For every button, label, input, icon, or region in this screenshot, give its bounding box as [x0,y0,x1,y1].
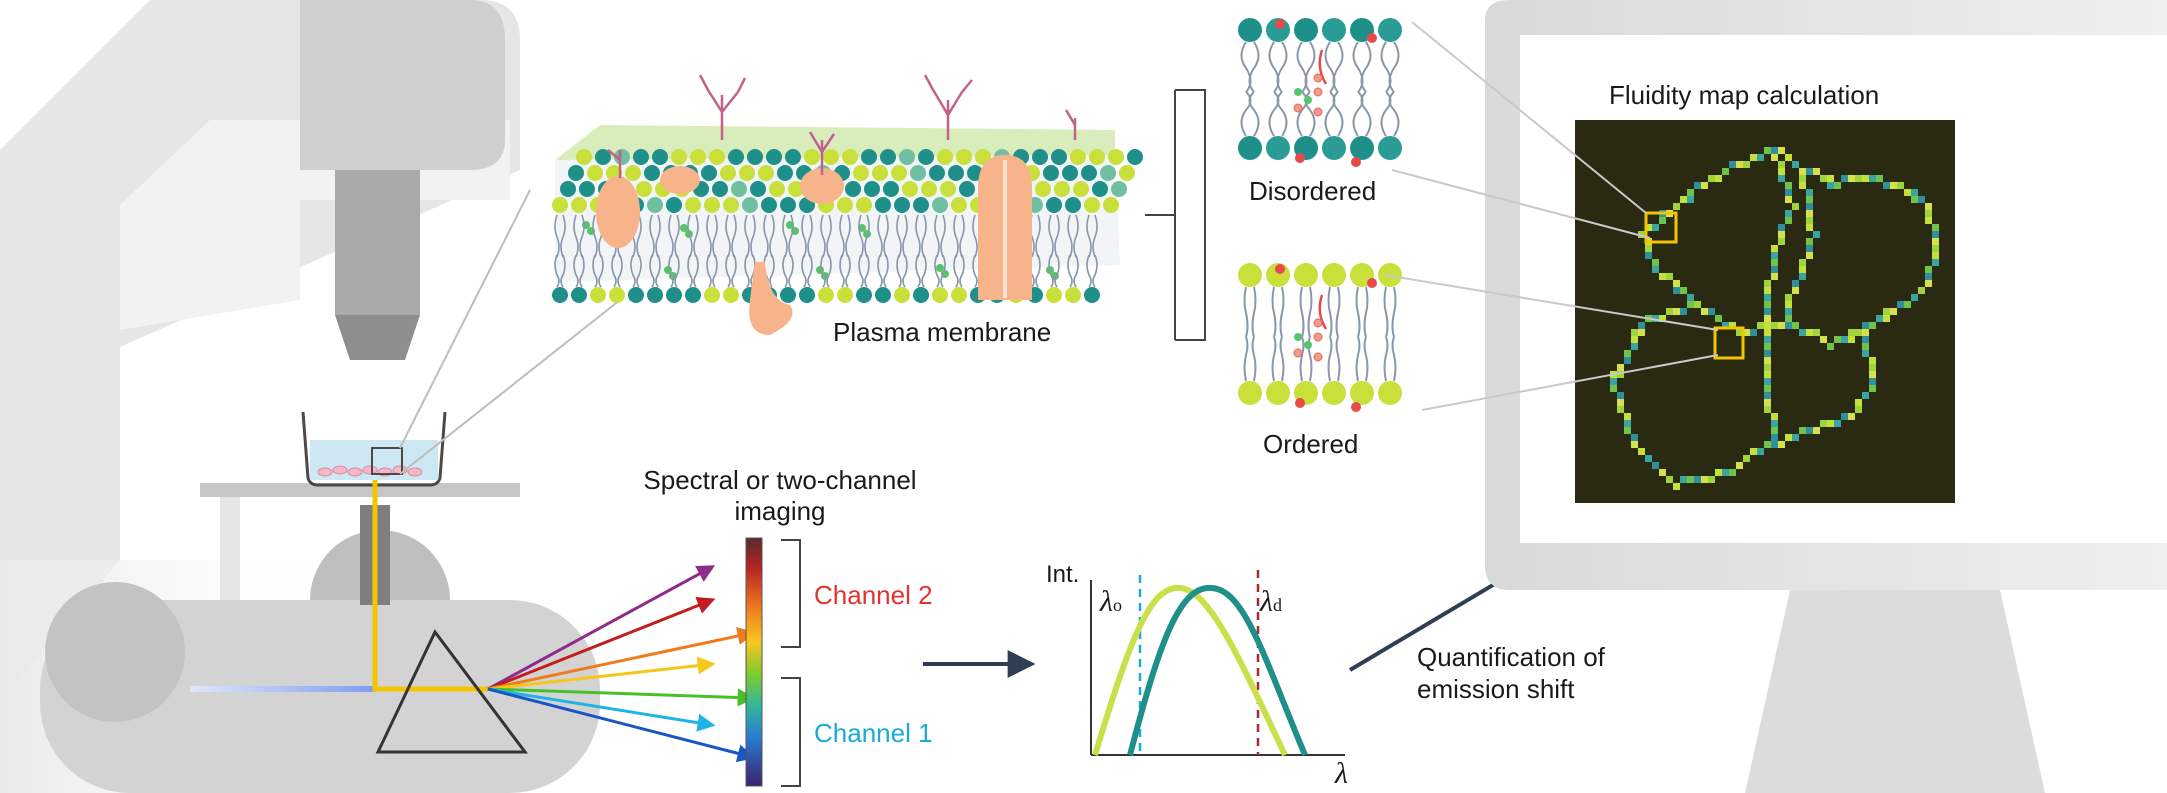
ordered-label: Ordered [1263,429,1359,459]
plasma-membrane-illustration [552,74,1143,335]
map-highlight-box-1 [1644,211,1678,244]
spectral-arrows [487,565,756,763]
spectral-arrow-5 [487,687,756,707]
spectral-arrow-4 [487,656,716,691]
quantification-label-line2: emission shift [1417,674,1575,704]
quantification-label-line1: Quantification of [1417,642,1605,672]
spectral-arrow-6 [487,687,716,732]
disordered-label: Disordered [1249,176,1377,206]
channel2-bracket [781,539,801,648]
spectral-arrow-2 [487,596,716,691]
intensity-axis-label: Int. [1046,561,1080,588]
plasma-membrane-label: Plasma membrane [833,317,1052,347]
wavelength-axis-label: λ [1335,757,1348,790]
imaging-label-line1: Spectral or two-channel [643,465,917,495]
channel2-label: Channel 2 [814,580,933,610]
fluidity-map-title: Fluidity map calculation [1609,80,1880,110]
lambda-o-label: λo [1100,585,1122,618]
spectral-arrow-7 [487,687,756,763]
lambda-d-label: λd [1260,585,1282,618]
ordered-spectrum-curve [1092,584,1288,757]
map-highlight-box-2 [1713,326,1745,360]
prism-triangle-icon [375,629,528,754]
incoming-light [190,686,375,692]
disordered-spectrum-curve [1127,584,1308,757]
spectral-arrow-1 [487,565,716,691]
emission-spectra-plot [1090,570,1345,757]
spectral-arrow-3 [487,627,756,691]
membrane-bracket [1145,89,1206,341]
channel1-bracket [781,677,801,787]
computer-monitor-icon [1384,0,2167,793]
ordered-bilayer-illustration [1238,263,1402,412]
color-spectrum-bar [745,537,763,787]
channel1-label: Channel 1 [814,718,933,748]
disordered-bilayer-illustration [1238,18,1402,167]
yellow-beam [372,480,488,692]
imaging-label-line2: imaging [734,496,826,526]
